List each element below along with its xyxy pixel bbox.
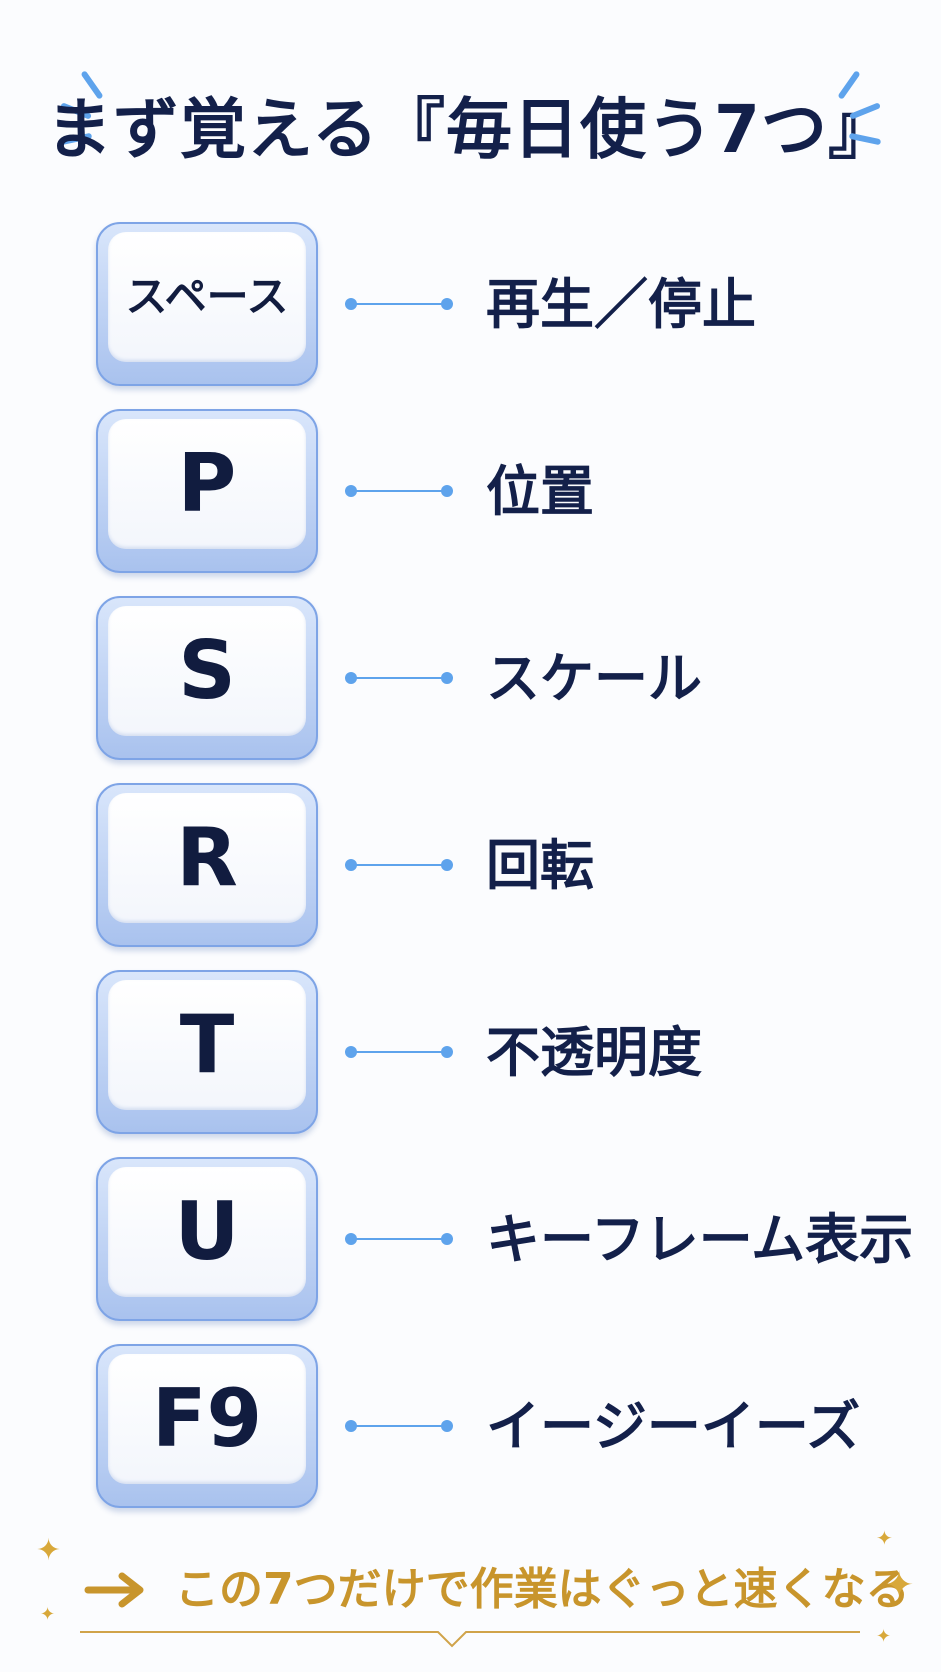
connector-dot: [441, 1420, 453, 1432]
connector-dot: [441, 859, 453, 871]
connector-dot: [345, 1046, 357, 1058]
key-cap: S: [96, 596, 318, 760]
sparkle-icon: ✦: [36, 1533, 62, 1568]
connector-dot: [345, 1420, 357, 1432]
connector-stroke: [355, 1425, 443, 1427]
action-label: 再生／停止: [486, 273, 756, 336]
connector-dot: [441, 298, 453, 310]
sparkle-icon: ✦: [884, 1565, 915, 1606]
footer-underline: [80, 1631, 860, 1648]
key-label: S: [108, 606, 306, 736]
sparkle-icon: ✦: [876, 1626, 892, 1647]
key-cap: スペース: [96, 222, 318, 386]
action-label: 回転: [486, 834, 594, 897]
connector-stroke: [355, 303, 443, 305]
connector-dot: [441, 672, 453, 684]
key-label: R: [108, 793, 306, 923]
connector-dot: [441, 1233, 453, 1245]
page-title: まず覚える『毎日使う7つ』: [46, 91, 895, 168]
connector-line: [345, 298, 453, 310]
key-cap: R: [96, 783, 318, 947]
connector-stroke: [355, 1238, 443, 1240]
key-label: スペース: [108, 232, 306, 362]
shortcut-row: F9 イージーイーズ: [0, 1344, 941, 1510]
key-label: U: [108, 1167, 306, 1297]
shortcut-row: T 不透明度: [0, 970, 941, 1136]
shortcut-row: P 位置: [0, 409, 941, 575]
connector-dot: [345, 298, 357, 310]
footer-banner: この7つだけで作業はぐっと速くなる: [0, 1548, 941, 1648]
connector-line: [345, 1420, 453, 1432]
action-label: スケール: [486, 647, 702, 710]
key-cap: U: [96, 1157, 318, 1321]
connector-line: [345, 1046, 453, 1058]
connector-line: [345, 859, 453, 871]
action-label: 不透明度: [486, 1021, 702, 1084]
key-cap: P: [96, 409, 318, 573]
connector-dot: [345, 1233, 357, 1245]
key-label: T: [108, 980, 306, 1110]
connector-dot: [345, 672, 357, 684]
connector-dot: [345, 859, 357, 871]
action-label: 位置: [486, 460, 594, 523]
connector-dot: [441, 485, 453, 497]
footer-message: この7つだけで作業はぐっと速くなる: [175, 1564, 910, 1615]
connector-dot: [345, 485, 357, 497]
arrow-right-icon: [84, 1572, 144, 1608]
connector-stroke: [355, 490, 443, 492]
connector-dot: [441, 1046, 453, 1058]
connector-line: [345, 672, 453, 684]
action-label: キーフレーム表示: [486, 1208, 914, 1271]
key-cap: F9: [96, 1344, 318, 1508]
key-label: P: [108, 419, 306, 549]
sparkle-icon: ✦: [876, 1526, 893, 1550]
connector-stroke: [355, 677, 443, 679]
shortcut-row: U キーフレーム表示: [0, 1157, 941, 1323]
key-label: F9: [108, 1354, 306, 1484]
connector-line: [345, 1233, 453, 1245]
shortcut-row: スペース 再生／停止: [0, 222, 941, 388]
key-cap: T: [96, 970, 318, 1134]
action-label: イージーイーズ: [486, 1395, 861, 1458]
connector-stroke: [355, 864, 443, 866]
shortcut-row: R 回転: [0, 783, 941, 949]
connector-stroke: [355, 1051, 443, 1053]
connector-line: [345, 485, 453, 497]
sparkle-icon: ✦: [40, 1604, 56, 1625]
shortcut-row: S スケール: [0, 596, 941, 762]
